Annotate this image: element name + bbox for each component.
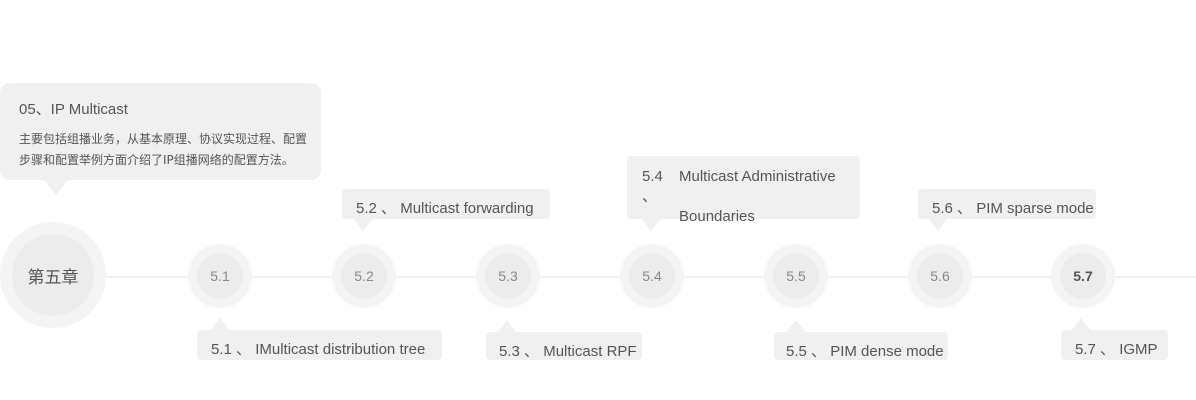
- node-5-2[interactable]: 5.2: [332, 244, 396, 308]
- chapter-intro-title: 05、IP Multicast: [19, 101, 128, 118]
- node-5-5[interactable]: 5.5: [764, 244, 828, 308]
- section-callout-5-1[interactable]: 5.1 、 IMulticast distribution tree: [197, 318, 442, 360]
- node-5-7[interactable]: 5.7: [1051, 244, 1115, 308]
- section-callout-5-3[interactable]: 5.3 、 Multicast RPF: [486, 320, 642, 360]
- section-title: Multicast forwarding: [400, 200, 534, 217]
- node-label: 5.6: [917, 253, 963, 299]
- node-5-3[interactable]: 5.3: [476, 244, 540, 308]
- chapter-node-label: 第五章: [12, 234, 94, 316]
- section-separator: 、: [957, 200, 973, 217]
- section-separator: 、: [524, 343, 540, 360]
- node-5-6[interactable]: 5.6: [908, 244, 972, 308]
- timeline-line: [0, 276, 1196, 278]
- node-label: 5.3: [485, 253, 531, 299]
- node-label: 5.4: [629, 253, 675, 299]
- section-title-row: 5.4 、 Multicast Administrative: [642, 167, 860, 207]
- node-label: 5.5: [773, 253, 819, 299]
- node-5-4[interactable]: 5.4: [620, 244, 684, 308]
- chapter-intro-callout: 05、IP Multicast 主要包括组播业务，从基本原理、协议实现过程、配置…: [0, 83, 321, 195]
- node-label: 5.1: [197, 253, 243, 299]
- section-callout-5-2[interactable]: 5.2 、 Multicast forwarding: [342, 189, 550, 231]
- section-callout-5-5[interactable]: 5.5 、 PIM dense mode: [774, 320, 948, 360]
- section-number: 5.4 、: [642, 168, 663, 205]
- section-number: 5.3: [499, 343, 520, 360]
- section-number: 5.7: [1075, 341, 1096, 358]
- section-title: Multicast RPF: [543, 343, 637, 360]
- node-label: 5.7: [1060, 253, 1106, 299]
- section-separator: 、: [236, 341, 252, 358]
- section-number: 5.5: [786, 343, 807, 360]
- section-callout-5-4[interactable]: 5.4 、 Multicast Administrative Boundarie…: [627, 156, 860, 231]
- section-title: Multicast Administrative: [679, 168, 836, 185]
- section-title: PIM sparse mode: [976, 200, 1094, 217]
- section-title: IGMP: [1119, 341, 1158, 358]
- section-callout-5-6[interactable]: 5.6 、 PIM sparse mode: [918, 189, 1096, 231]
- chapter-intro-description: 主要包括组播业务，从基本原理、协议实现过程、配置步骤和配置举例方面介绍了IP组播…: [19, 132, 308, 167]
- node-label: 5.2: [341, 253, 387, 299]
- section-number: 5.1: [211, 341, 232, 358]
- section-callout-5-7[interactable]: 5.7 、 IGMP: [1061, 318, 1168, 360]
- section-title: PIM dense mode: [830, 343, 944, 360]
- chapter-node[interactable]: 第五章: [0, 222, 106, 328]
- section-number: 5.6: [932, 200, 953, 217]
- node-5-1[interactable]: 5.1: [188, 244, 252, 308]
- section-number: 5.2: [356, 200, 377, 217]
- section-separator: 、: [811, 343, 827, 360]
- section-title: IMulticast distribution tree: [255, 341, 426, 358]
- section-title-row-2: Boundaries: [642, 207, 860, 227]
- section-title-line-2: Boundaries: [679, 208, 755, 225]
- section-separator: 、: [381, 200, 397, 217]
- section-separator: 、: [1100, 341, 1116, 358]
